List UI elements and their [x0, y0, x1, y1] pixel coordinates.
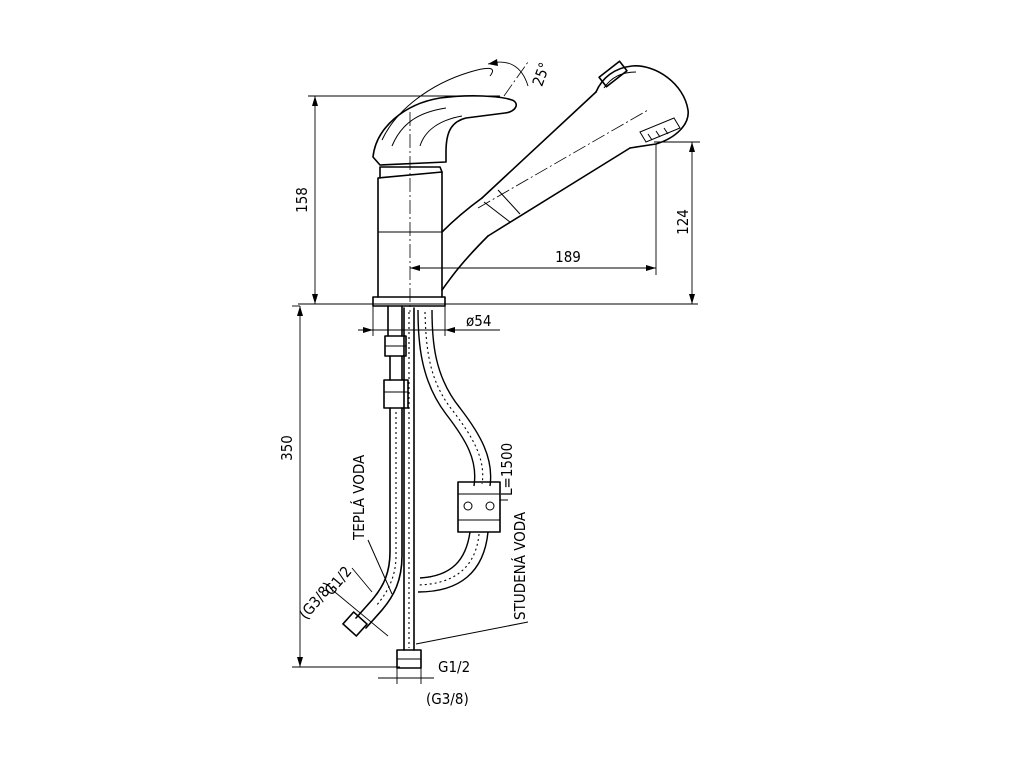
- pull-out-spout: [441, 60, 689, 291]
- cold-water-label: STUDENÁ VODA: [510, 511, 529, 620]
- pull-out-hose: [417, 309, 501, 593]
- supply-pipes: [342, 305, 422, 669]
- dim-158-label: 158: [293, 187, 311, 213]
- angle-label: 25°: [529, 60, 554, 89]
- thread-left-alt-label: (G3/8): [296, 579, 337, 623]
- dim-hose-length: 350: [278, 305, 400, 668]
- dim-124-label: 124: [674, 209, 692, 235]
- faucet-body: [372, 166, 446, 307]
- diameter-label: ø54: [466, 312, 491, 330]
- hose-spec-label: L=1500: [498, 443, 516, 496]
- dim-spout-reach: 189: [410, 144, 657, 275]
- dim-189-label: 189: [555, 248, 581, 266]
- dim-base-diameter: ø54: [358, 306, 500, 336]
- thread-bottom-label: G1/2: [438, 658, 470, 676]
- dim-spout-height: 124: [654, 141, 700, 304]
- thread-bottom-alt-label: (G3/8): [426, 690, 469, 708]
- dim-lever-angle: 25°: [487, 59, 554, 89]
- center-lines: [409, 61, 649, 312]
- lever-handle: [372, 67, 517, 166]
- dim-height-total: 158: [293, 95, 698, 305]
- dim-350-label: 350: [278, 435, 296, 461]
- hot-water-label: TEPLÁ VODA: [349, 454, 368, 541]
